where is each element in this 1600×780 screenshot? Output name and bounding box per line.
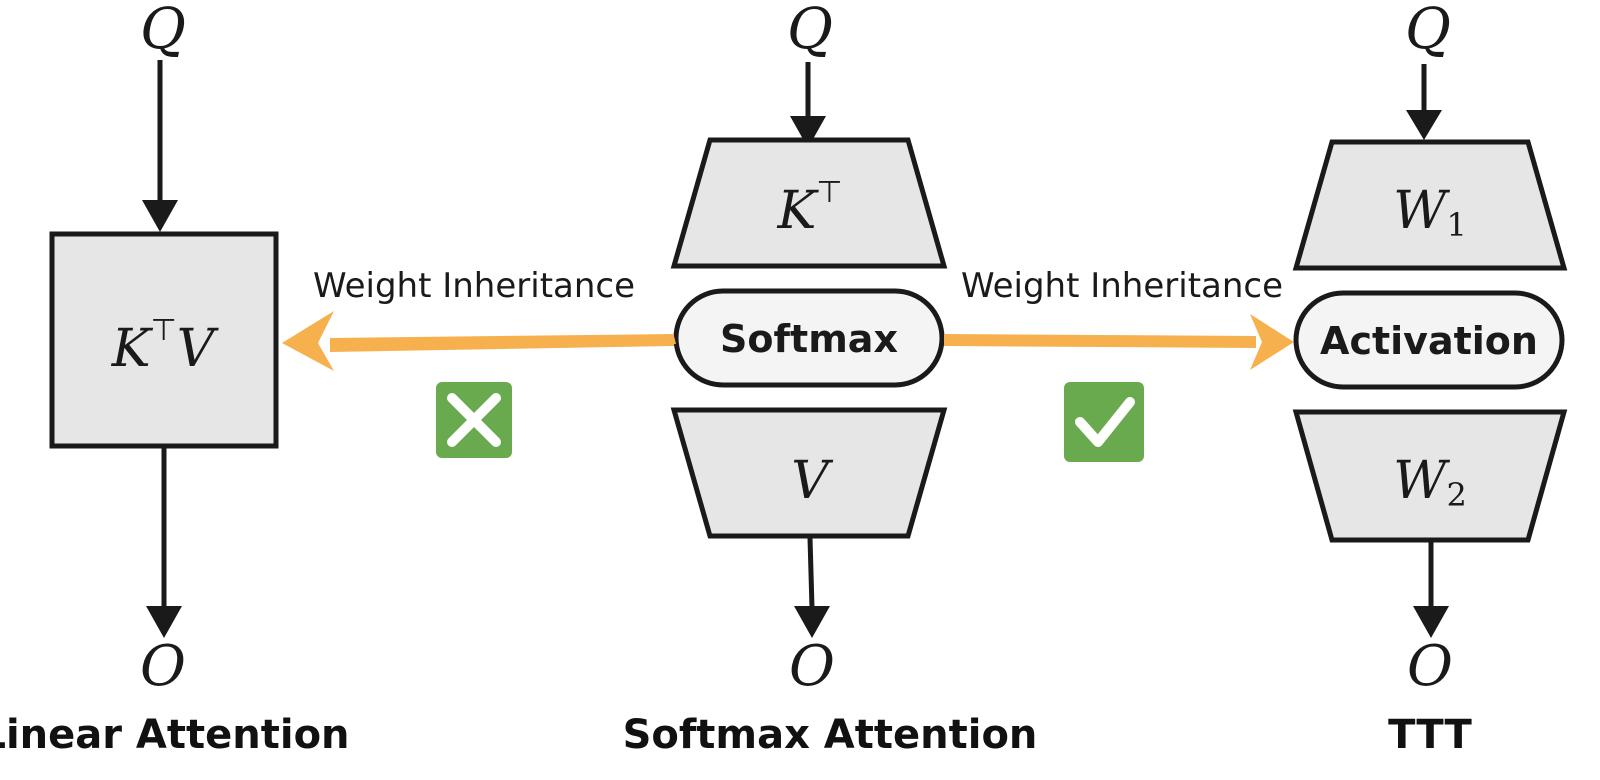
- left-weight-inheritance-label: Weight Inheritance: [313, 266, 635, 306]
- softmax-attention-caption: Softmax Attention: [623, 712, 1038, 758]
- left-weight-inheritance: Weight Inheritance: [282, 266, 676, 458]
- ttt-op-label: Activation: [1320, 319, 1538, 363]
- softmax-v-label: V: [791, 451, 833, 511]
- ttt-output-arrow: [1413, 542, 1449, 638]
- softmax-output-arrow: [794, 537, 830, 638]
- linear-ktv-block: [49, 231, 279, 449]
- linear-output-arrow: [146, 448, 182, 638]
- softmax-input-arrow: [790, 62, 826, 148]
- ttt-input-arrow: [1406, 64, 1442, 140]
- ttt-input-q: Q: [1405, 0, 1451, 62]
- ttt-w1-label: W1: [1393, 181, 1467, 244]
- softmax-attention-column: Q K⊤ Softmax V O Softmax Attention: [623, 0, 1038, 758]
- linear-output-o: O: [140, 634, 186, 699]
- right-weight-inheritance: Weight Inheritance: [944, 266, 1294, 462]
- softmax-input-q: Q: [787, 0, 833, 62]
- cross-icon: [436, 382, 512, 458]
- left-orange-arrowhead: [282, 311, 334, 371]
- softmax-k-block: [670, 137, 948, 269]
- linear-input-q: Q: [140, 0, 186, 62]
- linear-ktv-label: K⊤V: [111, 313, 219, 379]
- softmax-k-label: K⊤: [777, 175, 843, 241]
- right-weight-inheritance-label: Weight Inheritance: [961, 266, 1283, 306]
- ttt-op-pill: [1293, 290, 1565, 390]
- softmax-output-o: O: [789, 634, 835, 699]
- right-orange-shaft: [944, 334, 1256, 348]
- softmax-op-pill: [673, 288, 945, 388]
- ttt-w2-block: [1292, 409, 1568, 543]
- linear-input-arrow: [142, 60, 178, 232]
- right-orange-arrowhead: [1250, 314, 1294, 370]
- ttt-w2-label: W2: [1393, 451, 1467, 514]
- ttt-column: Q W1 Activation W2 O TTT: [1292, 0, 1568, 758]
- linear-attention-column: Q K⊤V O Linear Attention: [0, 0, 350, 758]
- ttt-output-o: O: [1407, 634, 1453, 699]
- ttt-caption: TTT: [1388, 712, 1472, 758]
- softmax-v-block: [670, 407, 948, 539]
- check-icon: [1064, 382, 1144, 462]
- ttt-w1-block: [1292, 139, 1568, 271]
- linear-attention-caption: Linear Attention: [0, 712, 350, 758]
- softmax-op-label: Softmax: [720, 317, 898, 361]
